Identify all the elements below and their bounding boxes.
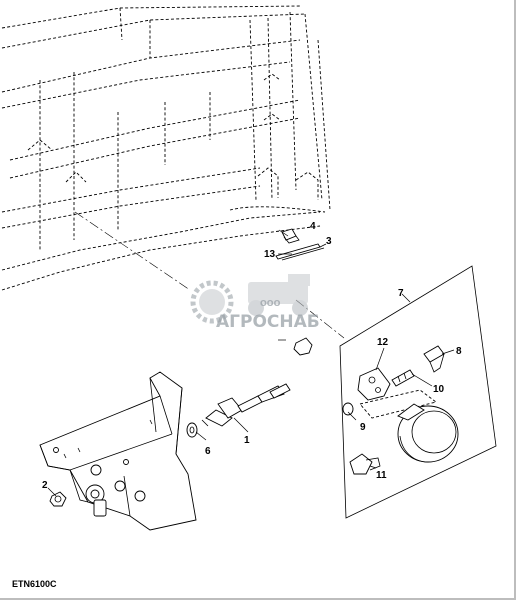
callout-7: 7 (398, 288, 404, 299)
part-8-screw (423, 345, 445, 373)
callout-9: 9 (360, 422, 366, 433)
figure-id-label: ETN6100C (12, 579, 57, 589)
watermark: ООО АГРОСНАБ (190, 274, 320, 332)
leader-lines (47, 229, 455, 497)
callout-labels: 1 2 3 4 6 7 8 9 10 11 12 13 (42, 221, 462, 491)
part-4-nut (281, 228, 300, 244)
part-2-bolt (49, 491, 67, 507)
part-3-13-wire-strap (275, 243, 325, 261)
lamp-assembly-frame (339, 265, 497, 519)
watermark-brand-text: АГРОСНАБ (216, 312, 320, 332)
callout-2: 2 (42, 480, 48, 491)
callout-8: 8 (456, 346, 462, 357)
part-6-washer (186, 422, 198, 438)
callout-3: 3 (326, 236, 332, 247)
callout-6: 6 (205, 446, 211, 457)
part-9-washer (342, 402, 354, 416)
grommet-part (278, 337, 313, 356)
assembly-guide (359, 389, 438, 419)
part-1-switch (201, 383, 291, 427)
gear-tractor-logo-icon (190, 274, 310, 324)
cab-structure-phantom (1, 5, 331, 291)
centerline-cab (74, 211, 191, 291)
callout-4: 4 (310, 221, 316, 232)
part-11-connector (349, 453, 381, 475)
callout-1: 1 (244, 435, 250, 446)
callout-12: 12 (377, 337, 389, 348)
watermark-small-text: ООО (260, 299, 281, 308)
callout-10: 10 (433, 384, 445, 395)
callout-11: 11 (376, 470, 387, 481)
part-10-bolt (391, 369, 415, 387)
part-12-lamp-bracket (357, 367, 391, 401)
callout-13: 13 (264, 249, 276, 260)
work-lamp-housing (397, 403, 459, 463)
mounting-bracket (39, 371, 197, 531)
